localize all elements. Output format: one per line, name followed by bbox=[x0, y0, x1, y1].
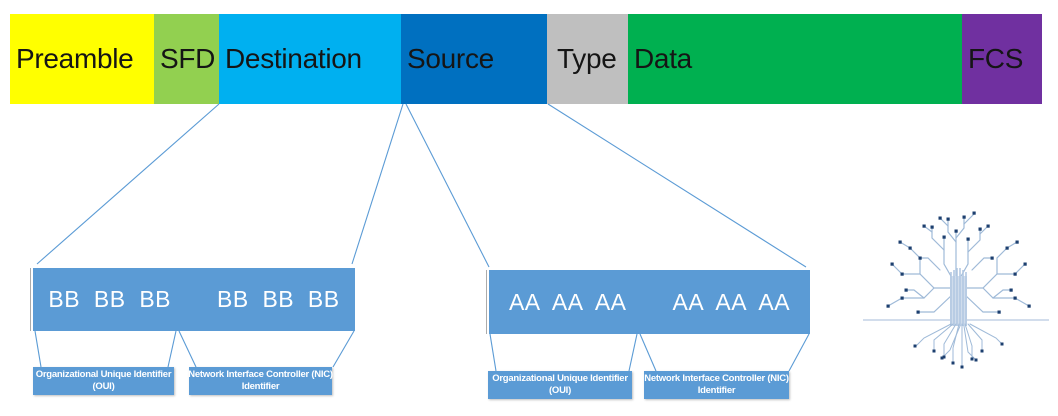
tree-roots bbox=[913, 323, 1004, 369]
destination-nic-label: Network Interface Controller (NIC) Ident… bbox=[188, 367, 333, 395]
bb-box-edge-shadow bbox=[30, 268, 31, 331]
frame-bar: Preamble SFD Destination Source Type Dat… bbox=[10, 14, 1042, 104]
source-nic-label-line1: Network Interface Controller (NIC) bbox=[644, 373, 789, 384]
segment-sfd: SFD bbox=[154, 14, 219, 104]
destination-oui-label-line1: Organizational Unique Identifier bbox=[35, 369, 172, 380]
destination-oui-label-line2: (OUI) bbox=[92, 381, 115, 392]
destination-oui-bytes: BB BB BB bbox=[48, 286, 171, 312]
destination-oui-label: Organizational Unique Identifier (OUI) bbox=[33, 367, 174, 395]
segment-type: Type bbox=[547, 14, 628, 104]
segment-fcs: FCS bbox=[962, 14, 1042, 104]
segment-preamble: Preamble bbox=[10, 14, 154, 104]
segment-data-label: Data bbox=[634, 43, 692, 74]
segment-preamble-label: Preamble bbox=[16, 43, 134, 74]
circuit-tree-graphic bbox=[863, 211, 1049, 369]
destination-nic-bytes: BB BB BB bbox=[217, 286, 340, 312]
segment-source: Source bbox=[401, 14, 547, 104]
source-oui-label-line2: (OUI) bbox=[549, 385, 571, 396]
segment-destination: Destination bbox=[219, 14, 401, 104]
source-oui-bytes: AA AA AA bbox=[508, 288, 627, 315]
source-nic-bytes: AA AA AA bbox=[672, 288, 791, 315]
destination-nic-label-line2: Identifier bbox=[241, 381, 280, 392]
aa-box-edge-shadow bbox=[486, 270, 487, 334]
tree-trunk bbox=[950, 268, 967, 326]
source-nic-label-line2: Identifier bbox=[697, 385, 736, 396]
segment-source-label: Source bbox=[407, 43, 494, 74]
source-nic-label: Network Interface Controller (NIC) Ident… bbox=[644, 371, 789, 399]
segment-type-label: Type bbox=[557, 43, 617, 74]
segment-sfd-label: SFD bbox=[160, 43, 216, 74]
tree-canopy bbox=[886, 211, 1031, 314]
destination-nic-label-line1: Network Interface Controller (NIC) bbox=[188, 369, 333, 380]
destination-address-box: BB BB BB BB BB BB bbox=[33, 268, 355, 331]
source-oui-label-line1: Organizational Unique Identifier bbox=[492, 373, 628, 384]
source-oui-label: Organizational Unique Identifier (OUI) bbox=[488, 371, 632, 399]
segment-data: Data bbox=[628, 14, 962, 104]
segment-fcs-label: FCS bbox=[968, 43, 1024, 74]
source-address-box: AA AA AA AA AA AA bbox=[489, 270, 810, 334]
segment-destination-label: Destination bbox=[225, 43, 362, 74]
